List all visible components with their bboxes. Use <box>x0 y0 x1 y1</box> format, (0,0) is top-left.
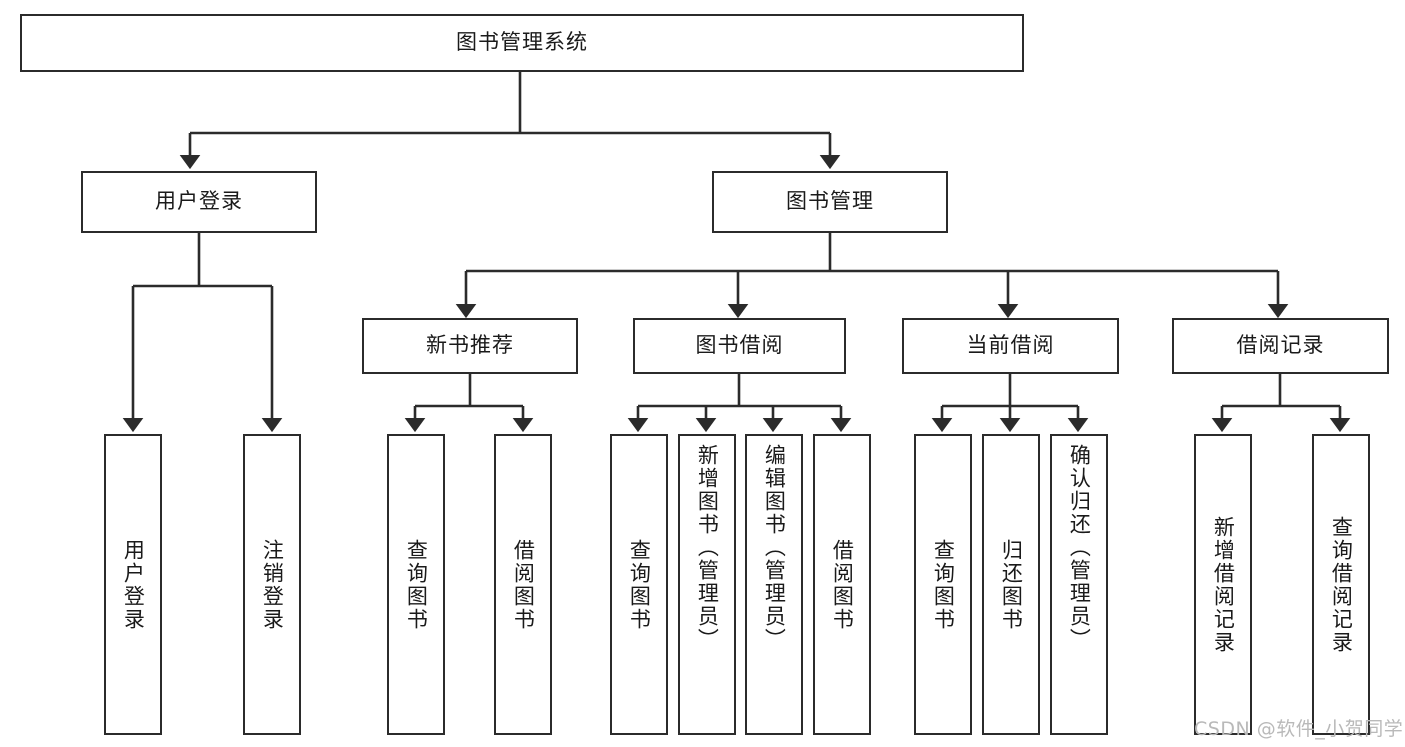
node-book-management-label: 图书管理 <box>786 189 874 214</box>
node-user-login-label: 用户登录 <box>155 189 243 214</box>
node-book-borrow-label: 图书借阅 <box>695 333 784 358</box>
node-leaf-confirm-return[interactable]: 确认归还（管理员） <box>1050 434 1108 735</box>
node-leaf-user-logout[interactable]: 注销登录 <box>243 434 301 735</box>
node-leaf-user-login-label: 用户登录 <box>121 538 146 631</box>
node-borrow-record[interactable]: 借阅记录 <box>1172 318 1389 374</box>
node-leaf-query-book-3-label: 查询图书 <box>931 538 956 631</box>
node-leaf-user-login[interactable]: 用户登录 <box>104 434 162 735</box>
node-leaf-borrow-book-2-label: 借阅图书 <box>830 538 855 631</box>
csdn-watermark: CSDN @软件_小贺同学 <box>1194 718 1404 740</box>
node-book-management[interactable]: 图书管理 <box>712 171 948 233</box>
node-leaf-query-book-2-label: 查询图书 <box>627 538 652 631</box>
node-book-borrow[interactable]: 图书借阅 <box>633 318 846 374</box>
node-root[interactable]: 图书管理系统 <box>20 14 1024 72</box>
node-leaf-query-book-3[interactable]: 查询图书 <box>914 434 972 735</box>
node-current-borrow-label: 当前借阅 <box>966 333 1055 358</box>
node-leaf-query-record[interactable]: 查询借阅记录 <box>1312 434 1370 735</box>
node-new-book-recommend-label: 新书推荐 <box>426 333 514 358</box>
node-leaf-query-record-label: 查询借阅记录 <box>1329 515 1354 654</box>
node-leaf-add-record-label: 新增借阅记录 <box>1211 515 1236 654</box>
node-leaf-add-book-label: 新增图书（管理员） <box>695 444 720 651</box>
node-current-borrow[interactable]: 当前借阅 <box>902 318 1119 374</box>
node-leaf-add-record[interactable]: 新增借阅记录 <box>1194 434 1252 735</box>
node-user-login[interactable]: 用户登录 <box>81 171 317 233</box>
node-leaf-borrow-book-2[interactable]: 借阅图书 <box>813 434 871 735</box>
node-leaf-user-logout-label: 注销登录 <box>260 538 285 631</box>
node-leaf-confirm-return-label: 确认归还（管理员） <box>1067 444 1092 651</box>
node-leaf-return-book[interactable]: 归还图书 <box>982 434 1040 735</box>
node-leaf-borrow-book-1-label: 借阅图书 <box>511 538 536 631</box>
node-leaf-edit-book-label: 编辑图书（管理员） <box>762 444 787 651</box>
node-leaf-query-book-1[interactable]: 查询图书 <box>387 434 445 735</box>
node-leaf-add-book[interactable]: 新增图书（管理员） <box>678 434 736 735</box>
node-leaf-borrow-book-1[interactable]: 借阅图书 <box>494 434 552 735</box>
node-leaf-return-book-label: 归还图书 <box>999 538 1024 631</box>
node-leaf-query-book-2[interactable]: 查询图书 <box>610 434 668 735</box>
node-new-book-recommend[interactable]: 新书推荐 <box>362 318 578 374</box>
node-root-label: 图书管理系统 <box>456 30 588 55</box>
node-borrow-record-label: 借阅记录 <box>1236 333 1325 358</box>
node-leaf-edit-book[interactable]: 编辑图书（管理员） <box>745 434 803 735</box>
node-leaf-query-book-1-label: 查询图书 <box>404 538 429 631</box>
